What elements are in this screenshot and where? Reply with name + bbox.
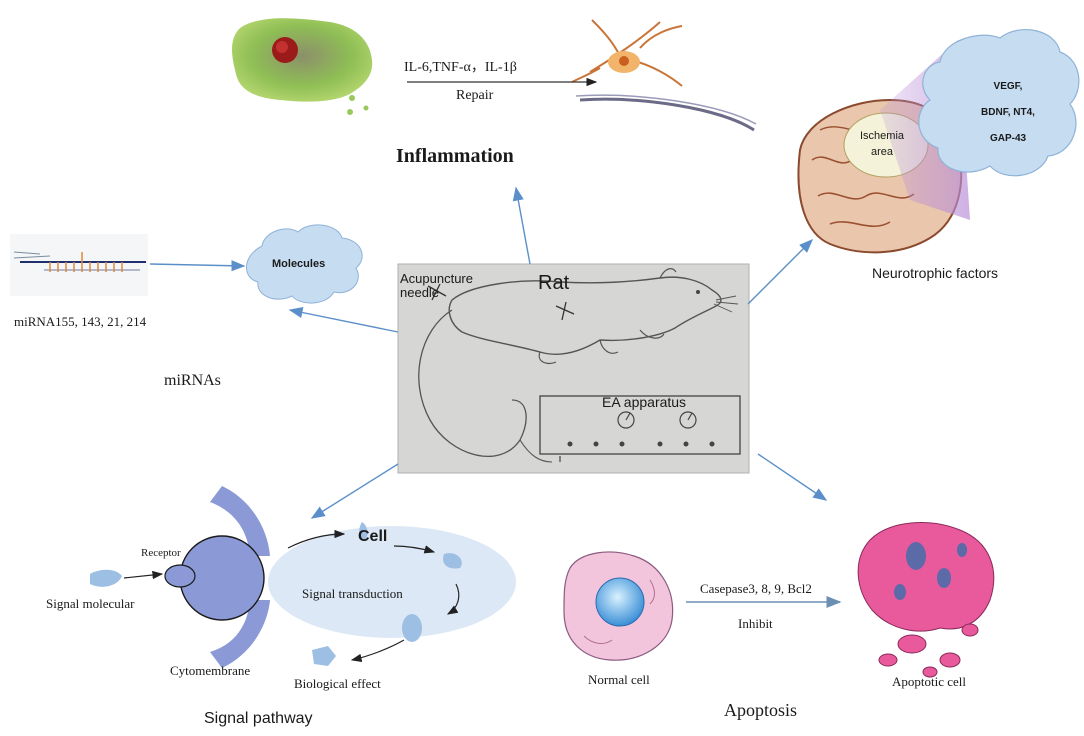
apoptotic-cell-label: Apoptotic cell bbox=[892, 674, 967, 689]
signal-pathway-illustration bbox=[90, 486, 516, 668]
normal-cell bbox=[563, 551, 674, 661]
molecules-label: Molecules bbox=[272, 258, 326, 270]
inflammation-title: Inflammation bbox=[396, 145, 514, 167]
neurotrophic-title: Neurotrophic factors bbox=[872, 265, 999, 281]
mirna-list: miRNA155, 143, 21, 214 bbox=[14, 314, 147, 329]
cytokines-label: IL-6,TNF-α，IL-1β bbox=[404, 60, 517, 75]
rat-sketch-photo bbox=[397, 263, 750, 474]
apoptotic-cell bbox=[857, 522, 995, 678]
neurotrophic-factors-list: VEGF, BDNF, NT4, GAP-43 bbox=[981, 81, 1035, 144]
signal-transduction-label: Signal transduction bbox=[302, 586, 403, 601]
normal-cell-label: Normal cell bbox=[588, 672, 650, 687]
receptor-label: Receptor bbox=[141, 547, 181, 559]
microglia-cell bbox=[232, 18, 373, 115]
signal-molecular-label: Signal molecular bbox=[46, 596, 135, 611]
ea-apparatus-label: EA apparatus bbox=[602, 394, 687, 410]
cytomembrane-label: Cytomembrane bbox=[170, 663, 251, 678]
apoptosis-title: Apoptosis bbox=[724, 700, 798, 720]
rat-label: Rat bbox=[538, 272, 570, 294]
acupuncture-needle-label: Acupuncture needle bbox=[400, 271, 473, 300]
signal-pathway-title: Signal pathway bbox=[204, 710, 313, 727]
ischemia-area-label: Ischemia area bbox=[859, 130, 905, 158]
mirna-illustration bbox=[10, 234, 148, 296]
neuron bbox=[571, 19, 757, 132]
mirnas-title: miRNAs bbox=[164, 372, 221, 389]
cell-label: Cell bbox=[358, 528, 388, 545]
caspases-label: Casepase3, 8, 9, Bcl2 bbox=[700, 581, 812, 596]
neurotrophic-cloud bbox=[918, 29, 1080, 177]
molecules-cloud bbox=[246, 224, 363, 304]
repair-label: Repair bbox=[456, 88, 494, 103]
biological-effect-label: Biological effect bbox=[294, 676, 381, 691]
connector-arrows bbox=[149, 186, 828, 519]
inhibit-label: Inhibit bbox=[738, 616, 773, 631]
